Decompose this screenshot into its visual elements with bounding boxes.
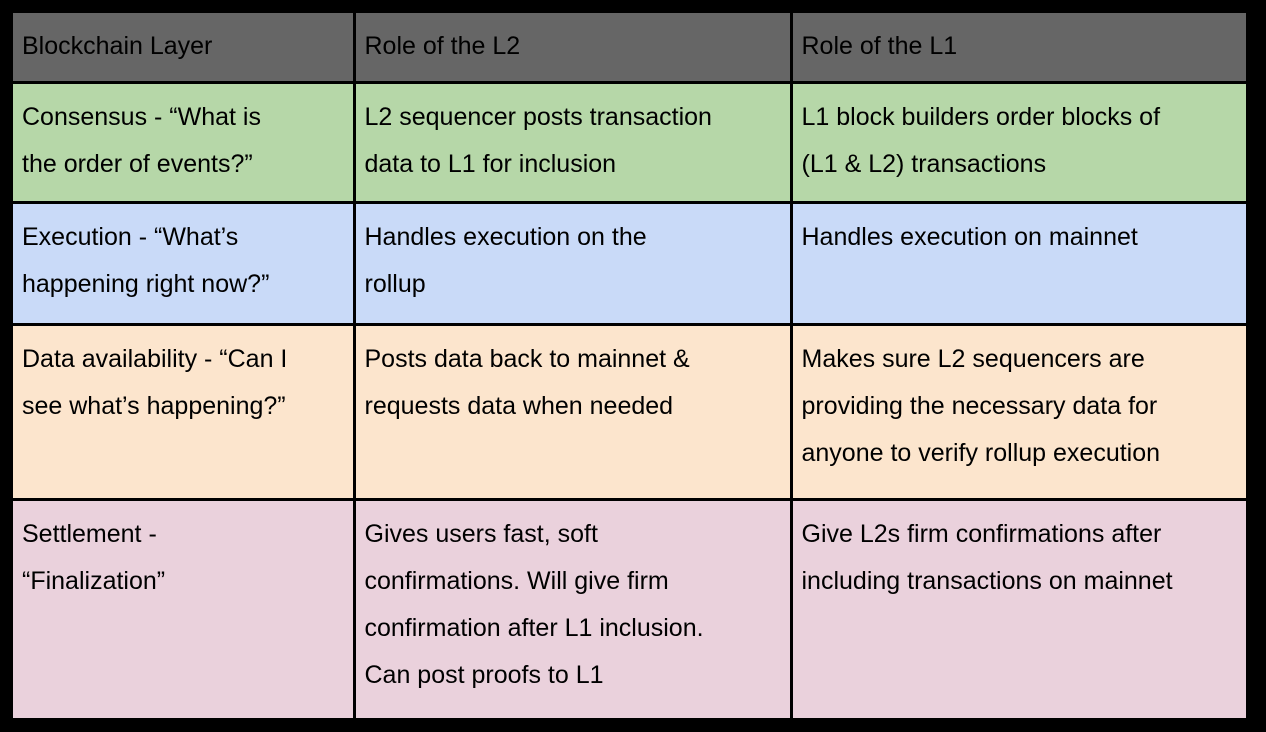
cell-data-availability-l2-role: Posts data back to mainnet & requests da… bbox=[352, 322, 793, 501]
cell-data-availability-l1-role: Makes sure L2 sequencers are providing t… bbox=[789, 322, 1246, 501]
table-frame: Blockchain Layer Role of the L2 Role of … bbox=[13, 13, 1246, 718]
cell-execution-l2-role: Handles execution on the rollup bbox=[352, 200, 793, 326]
blockchain-layers-table: Blockchain Layer Role of the L2 Role of … bbox=[13, 13, 1246, 718]
cell-settlement-l2-role: Gives users fast, soft confirmations. Wi… bbox=[352, 497, 793, 718]
table-row-execution: Execution - “What’s happening right now?… bbox=[13, 200, 1246, 326]
header-role-of-l2: Role of the L2 bbox=[352, 13, 793, 84]
header-role-of-l1: Role of the L1 bbox=[789, 13, 1246, 84]
cell-consensus-l2-role: L2 sequencer posts transaction data to L… bbox=[352, 80, 793, 204]
table-row-data-availability: Data availability - “Can I see what’s ha… bbox=[13, 322, 1246, 501]
cell-settlement-l1-role: Give L2s firm confirmations after includ… bbox=[789, 497, 1246, 718]
cell-consensus-layer: Consensus - “What is the order of events… bbox=[13, 80, 356, 204]
table-header-row: Blockchain Layer Role of the L2 Role of … bbox=[13, 13, 1246, 84]
table-row-settlement: Settlement - “Finalization” Gives users … bbox=[13, 497, 1246, 718]
table-row-consensus: Consensus - “What is the order of events… bbox=[13, 80, 1246, 204]
header-blockchain-layer: Blockchain Layer bbox=[13, 13, 356, 84]
cell-execution-layer: Execution - “What’s happening right now?… bbox=[13, 200, 356, 326]
cell-consensus-l1-role: L1 block builders order blocks of (L1 & … bbox=[789, 80, 1246, 204]
cell-settlement-layer: Settlement - “Finalization” bbox=[13, 497, 356, 718]
cell-execution-l1-role: Handles execution on mainnet bbox=[789, 200, 1246, 326]
cell-data-availability-layer: Data availability - “Can I see what’s ha… bbox=[13, 322, 356, 501]
